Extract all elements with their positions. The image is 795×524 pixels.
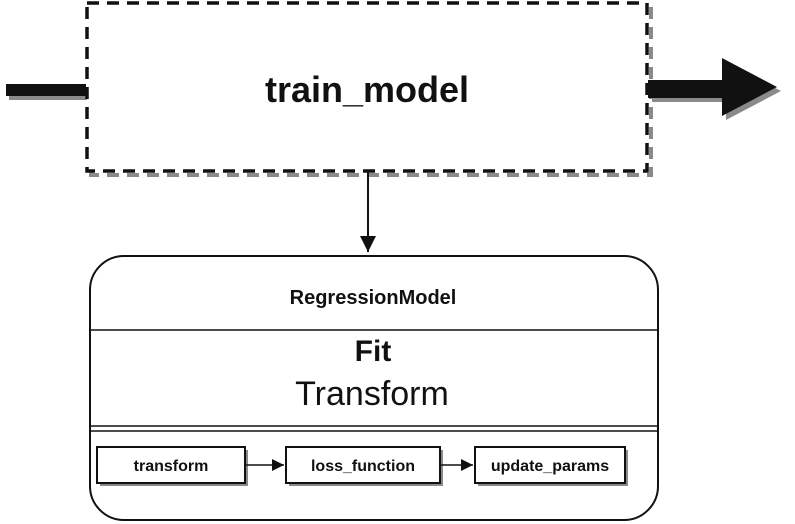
method-fit: Fit (355, 335, 392, 368)
step-transform-box[interactable]: transform (96, 446, 248, 486)
step-loss-function-box[interactable]: loss_function (285, 446, 443, 486)
step-update-params-box[interactable]: update_params (474, 446, 628, 486)
train-model-label: train_model (265, 69, 469, 110)
input-connector (6, 84, 87, 100)
step-loss-function-label: loss_function (311, 458, 415, 475)
train-model-box[interactable]: train_model (85, 1, 653, 177)
regression-model-title: RegressionModel (290, 287, 457, 309)
step-update-params-label: update_params (491, 458, 609, 475)
output-arrow (648, 58, 781, 120)
method-transform: Transform (295, 375, 449, 413)
step-transform-label: transform (134, 458, 209, 475)
